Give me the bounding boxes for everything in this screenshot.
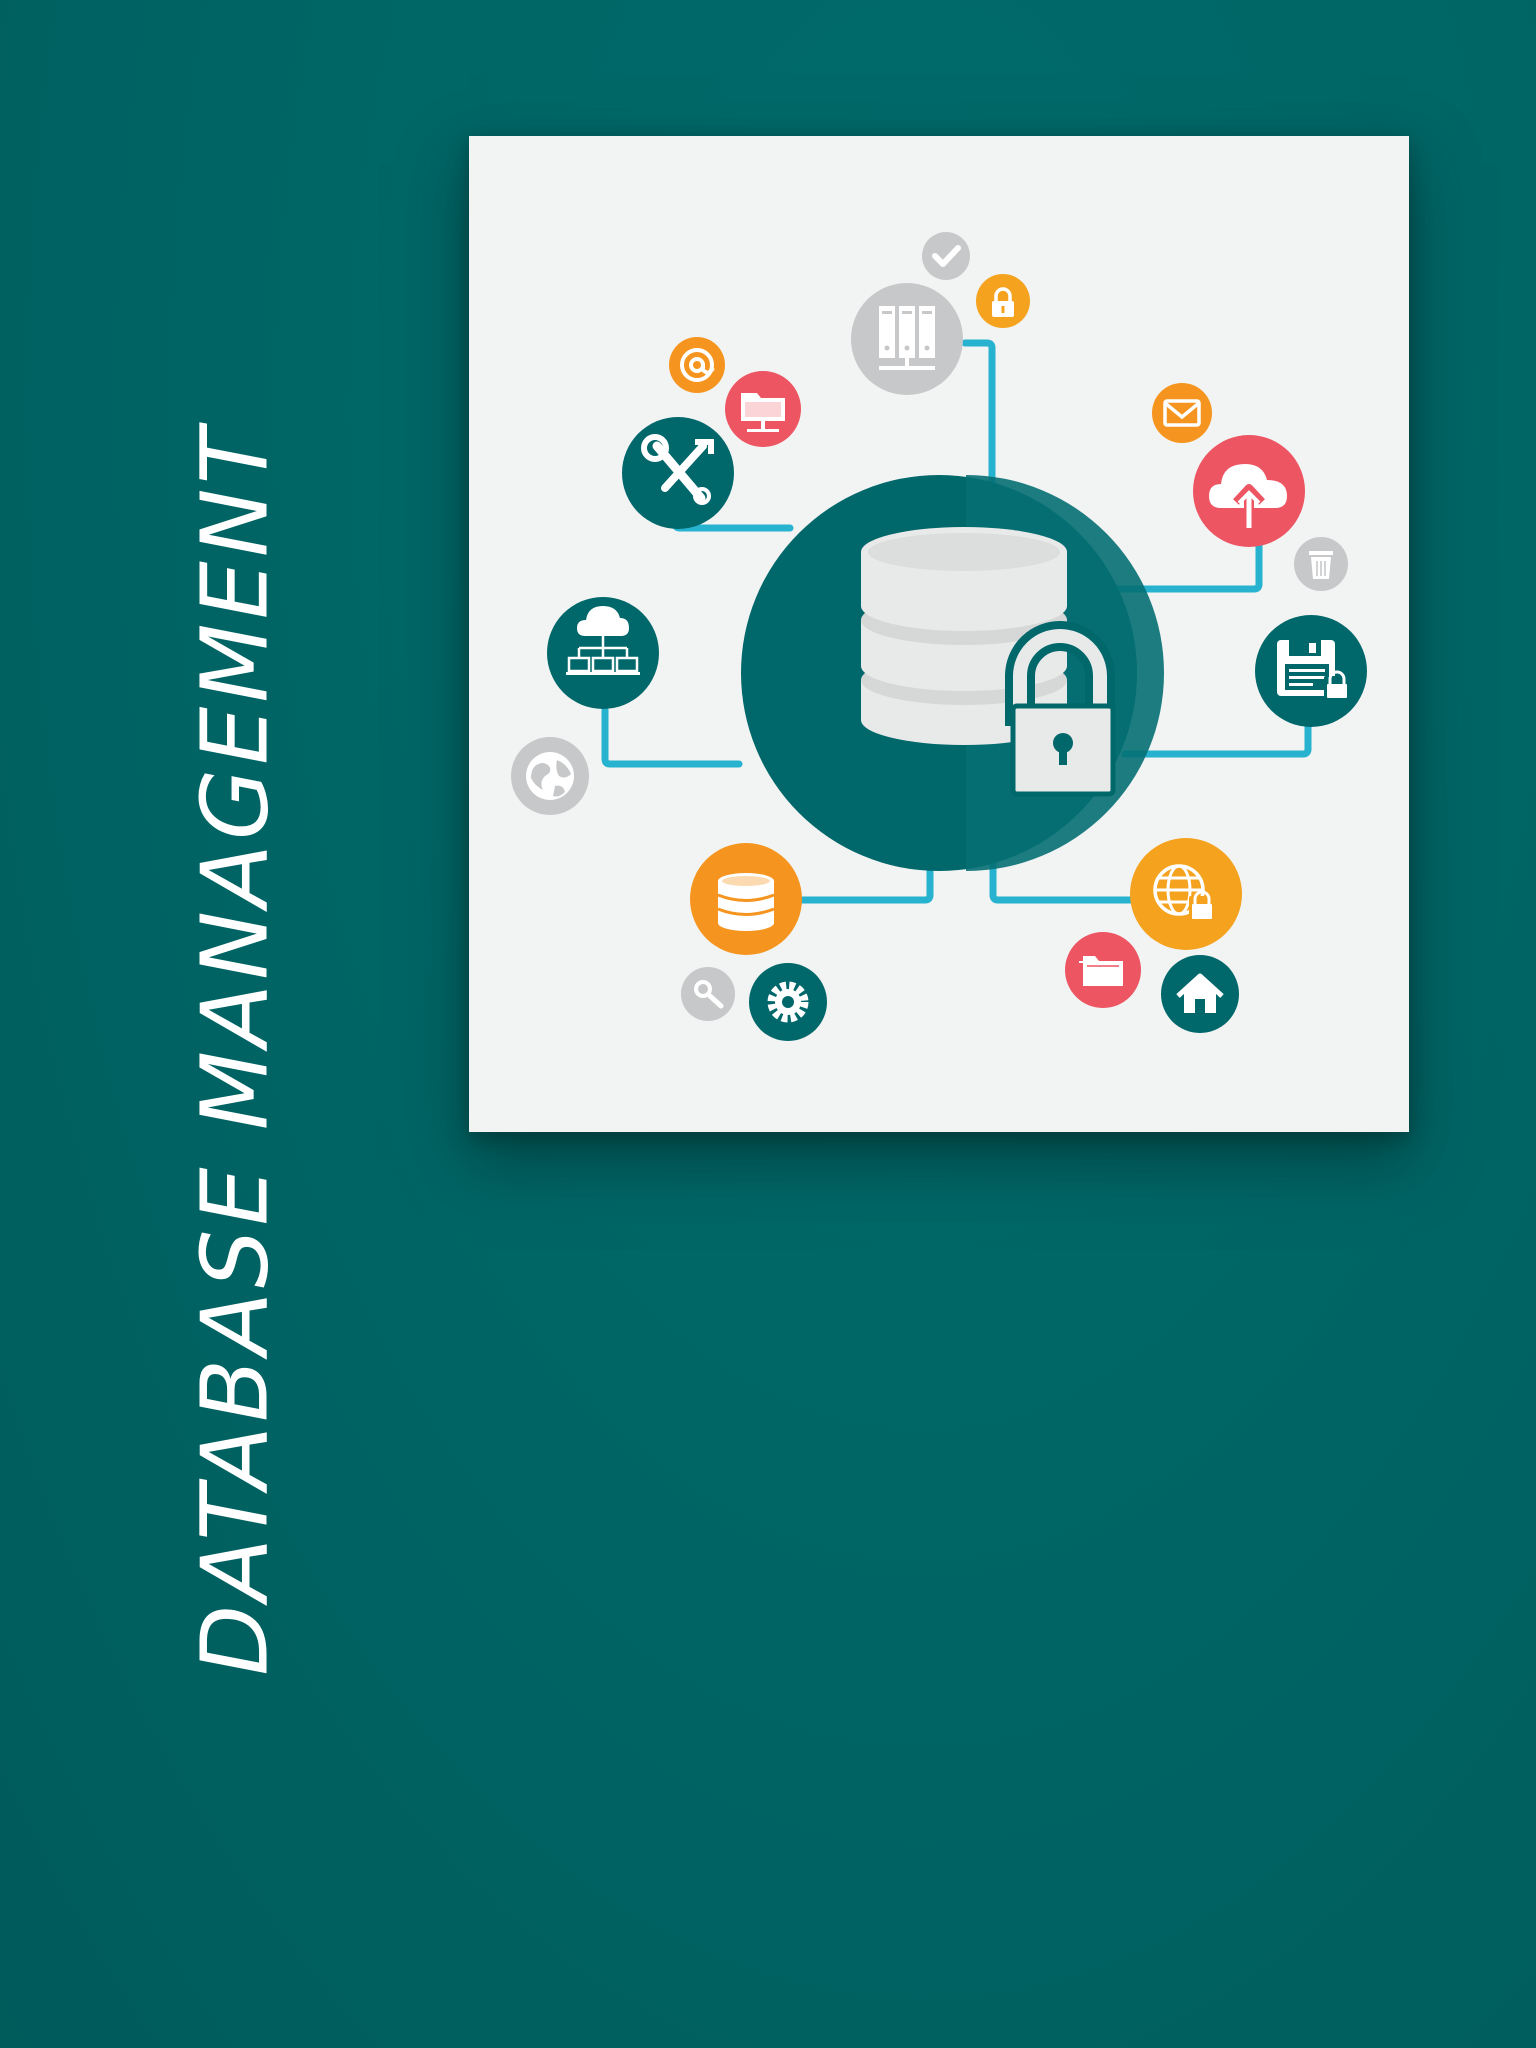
- database-icon: [690, 843, 802, 955]
- server-rack-icon: [851, 283, 963, 395]
- globe-icon: [511, 737, 589, 815]
- check-icon: [922, 232, 970, 280]
- home-icon: [1161, 955, 1239, 1033]
- database-lock-icon: [741, 475, 1164, 871]
- at-sign-icon: [669, 337, 725, 393]
- globe-lock-icon: [1130, 838, 1242, 950]
- email-icon: [1152, 383, 1212, 443]
- folder-icon: [1065, 932, 1141, 1008]
- padlock-icon: [976, 274, 1030, 328]
- database-illustration: [511, 232, 1367, 1041]
- vertical-title: DATABASE MANAGEMENT: [181, 424, 289, 1676]
- cloud-upload-icon: [1193, 435, 1305, 547]
- tools-icon: [622, 417, 734, 529]
- trash-icon: [1294, 537, 1348, 591]
- gear-icon: [749, 963, 827, 1041]
- cloud-network-icon: [547, 597, 659, 709]
- illustration-card: [469, 136, 1409, 1132]
- search-icon: [681, 967, 735, 1021]
- floppy-lock-icon: [1255, 615, 1367, 727]
- shared-folder-icon: [725, 371, 801, 447]
